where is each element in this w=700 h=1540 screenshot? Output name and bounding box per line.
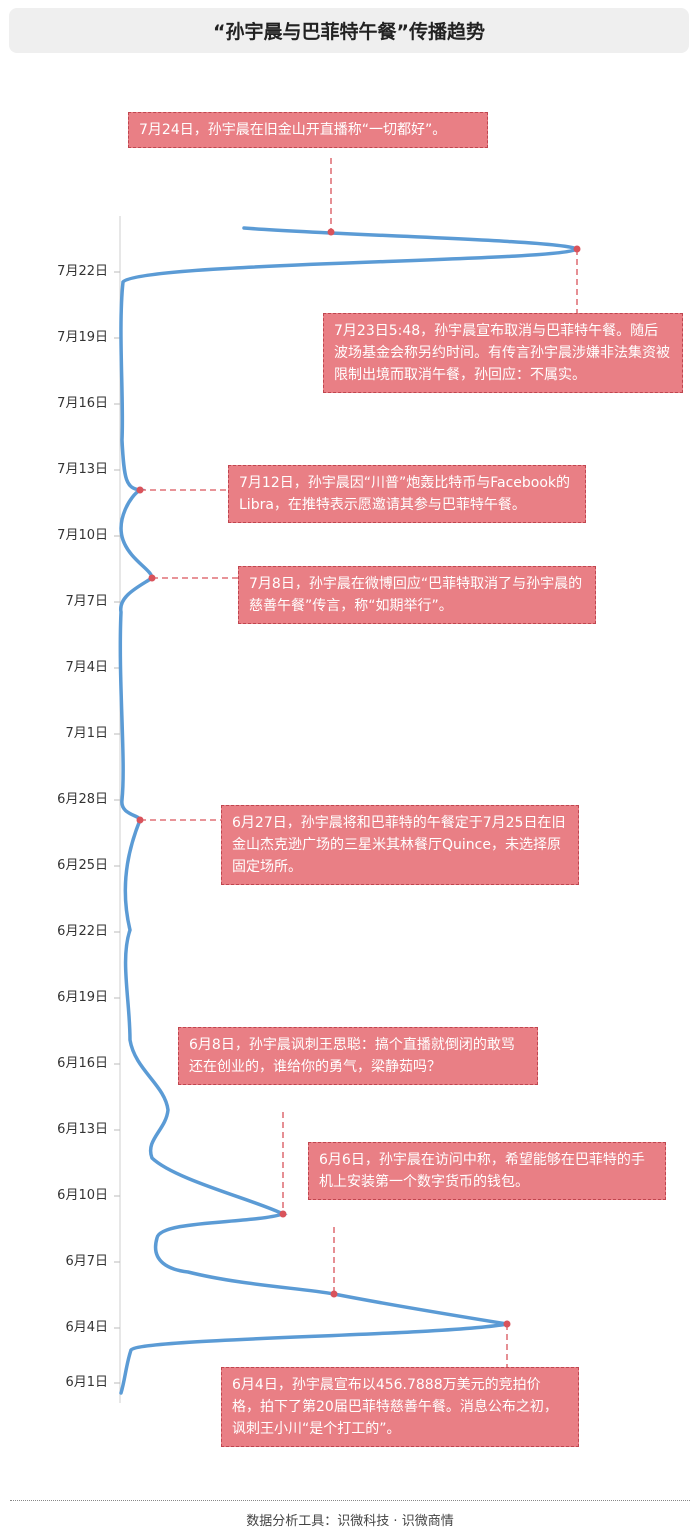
marker-jul12 [136,486,144,494]
y-tick-label: 6月1日 [65,1375,108,1390]
y-tick-label: 6月22日 [57,924,108,939]
annotation-jul8: 7月8日，孙宇晨在微博回应“巴菲特取消了与孙宇晨的慈善午餐”传言，称“如期举行”… [238,566,596,624]
annotation-jun8: 6月8日，孙宇晨讽刺王思聪：搞个直播就倒闭的敢骂还在创业的，谁给你的勇气，梁静茹… [178,1027,538,1085]
trend-line [118,226,581,1395]
y-tick-label: 7月13日 [57,462,108,477]
annotation-jun6: 6月6日，孙宇晨在访问中称，希望能够在巴菲特的手机上安装第一个数字货币的钱包。 [308,1142,666,1200]
y-tick-label: 7月16日 [57,396,108,411]
y-tick-label: 6月7日 [65,1254,108,1269]
y-tick-label: 7月10日 [57,528,108,543]
y-tick-label: 6月25日 [57,858,108,873]
y-tick-label: 7月22日 [57,264,108,279]
y-tick-label: 7月7日 [65,594,108,609]
footer-divider [10,1500,690,1501]
annotation-jul24: 7月24日，孙宇晨在旧金山开直播称“一切都好”。 [128,112,488,148]
marker-jul8 [148,574,156,582]
marker-jun27 [136,816,144,824]
y-tick-label: 6月4日 [65,1320,108,1335]
marker-jul23 [573,245,581,253]
annotation-jul12: 7月12日，孙宇晨因“川普”炮轰比特币与Facebook的Libra，在推特表示… [228,465,586,523]
marker-jun4 [503,1320,511,1328]
y-tick-label: 6月10日 [57,1188,108,1203]
y-tick-label: 7月1日 [65,726,108,741]
marker-jun6 [330,1290,338,1298]
annotation-jul23: 7月23日5:48，孙宇晨宣布取消与巴菲特午餐。随后波场基金会称另约时间。有传言… [323,313,683,393]
chart-title: “孙宇晨与巴菲特午餐”传播趋势 [9,8,689,53]
annotation-jun27: 6月27日，孙宇晨将和巴菲特的午餐定于7月25日在旧金山杰克逊广场的三星米其林餐… [221,805,579,885]
footer-source: 数据分析工具：识微科技 · 识微商情 [246,1514,454,1529]
y-tick-label: 6月13日 [57,1122,108,1137]
y-tick-label: 7月19日 [57,330,108,345]
y-tick-label: 7月4日 [65,660,108,675]
annotation-jun4: 6月4日，孙宇晨宣布以456.7888万美元的竞拍价格，拍下了第20届巴菲特慈善… [221,1367,579,1447]
y-tick-label: 6月16日 [57,1056,108,1071]
marker-jul24 [327,228,335,236]
marker-jun8 [279,1210,287,1218]
y-tick-label: 6月19日 [57,990,108,1005]
y-tick-label: 6月28日 [57,792,108,807]
